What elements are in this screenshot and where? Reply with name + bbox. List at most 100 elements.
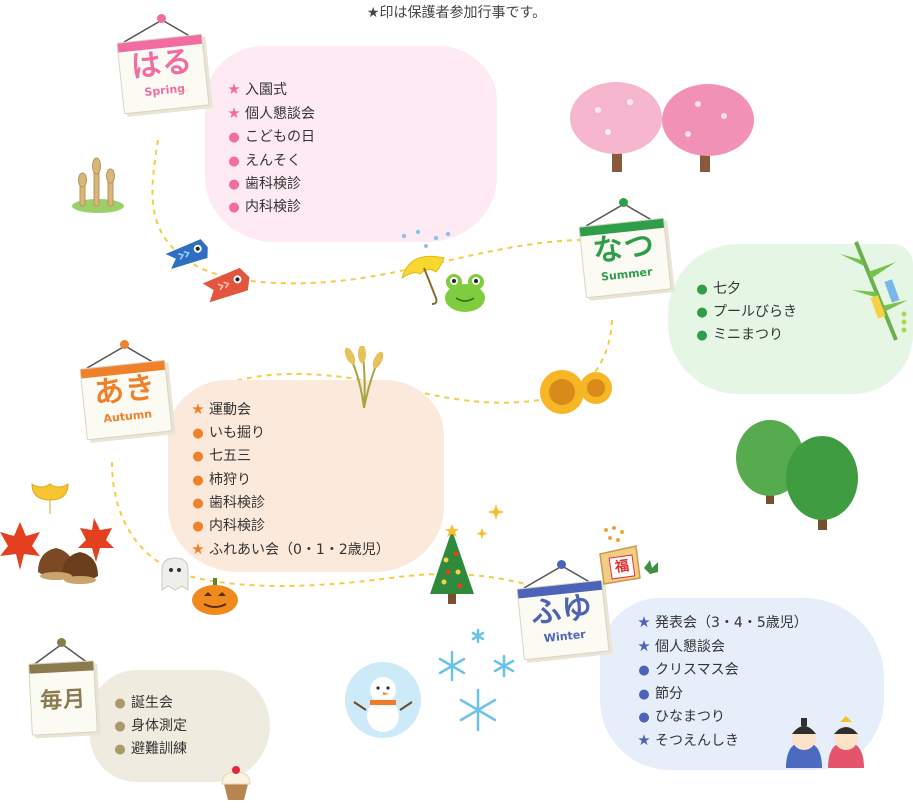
- monthly-title: 毎月: [39, 686, 87, 715]
- autumn-title: あき: [92, 369, 158, 412]
- event-label: 身体測定: [131, 718, 187, 735]
- pin-icon: [57, 638, 66, 647]
- list-item: ● クリスマス会: [636, 659, 808, 682]
- winter-event-list: ★発表会（3・4・5歳児） ★個人懇談会 ●クリスマス会 ●節分 ●ひなまつり …: [636, 611, 808, 753]
- cherry-tree-icon: [570, 82, 754, 172]
- star-icon: ★: [191, 540, 205, 559]
- list-item: ★運動会: [190, 398, 390, 422]
- sparkle-icon: [476, 504, 504, 539]
- list-item: ● ひなまつり: [636, 706, 808, 729]
- event-label: 七五三: [209, 448, 251, 465]
- maple-leaf-icon: [0, 518, 114, 570]
- event-label: 入園式: [245, 82, 287, 98]
- event-label: ひなまつり: [655, 708, 725, 725]
- event-label: 発表会（3・4・5歳児）: [655, 615, 808, 631]
- pin-icon: [557, 560, 566, 569]
- star-icon: ★: [227, 80, 241, 98]
- tree-icon: [736, 420, 858, 530]
- autumn-event-list: ★運動会 ●いも掘り ●七五三 ●柿狩り ●歯科検診 ●内科検診 ★ふれあい会（…: [190, 398, 390, 562]
- summer-event-list: ●七夕 ● プールびらき ● ミニまつり: [694, 278, 797, 348]
- event-label: こどもの日: [245, 129, 315, 146]
- summer-calendar: なつ Summer: [578, 198, 672, 299]
- list-item: ★個人懇談会: [636, 635, 808, 659]
- snowflake-icon: [438, 628, 515, 732]
- susuki-grass-icon: [344, 346, 384, 409]
- sunflower-icon: [540, 370, 612, 414]
- bullet-icon: ●: [228, 176, 240, 192]
- event-label: そつえんしき: [655, 733, 739, 750]
- bullet-icon: ●: [696, 305, 708, 321]
- spring-bubble: [205, 46, 497, 242]
- koinobori-icon: [165, 239, 250, 303]
- legend-note: ★印は保護者参加行事です。: [366, 5, 547, 21]
- fuku-sign: 福: [608, 554, 636, 580]
- bullet-icon: ●: [114, 742, 126, 758]
- list-item: ● いも掘り: [190, 422, 390, 445]
- ginkgo-leaf-icon: [31, 483, 69, 514]
- list-item: ★ふれあい会（0・1・2歳児）: [190, 538, 390, 562]
- star-icon: ★: [227, 104, 241, 123]
- event-label: 歯科検診: [245, 175, 301, 192]
- event-label: 避難訓練: [131, 741, 187, 758]
- frog-icon: [445, 274, 485, 312]
- list-item: ●誕生会: [112, 692, 187, 715]
- bullet-icon: ●: [228, 153, 240, 169]
- event-label: 個人懇談会: [245, 106, 315, 123]
- hina-doll-icon: [786, 716, 864, 768]
- event-label: いも掘り: [209, 425, 265, 442]
- star-icon: ★: [637, 731, 651, 750]
- list-item: ● 歯科検診: [226, 173, 315, 196]
- pin-icon: [157, 14, 166, 23]
- winter-calendar: ふゆ Winter: [516, 560, 610, 661]
- list-item: ● 避難訓練: [112, 738, 187, 761]
- list-item: ★入園式: [226, 78, 315, 102]
- autumn-bubble: [168, 380, 444, 572]
- ghost-icon: [161, 557, 189, 591]
- event-label: プールびらき: [713, 304, 797, 321]
- bullet-icon: ●: [114, 696, 126, 711]
- bullet-icon: ●: [192, 519, 204, 535]
- bullet-icon: ●: [638, 709, 650, 725]
- list-item: ●七夕: [694, 278, 797, 301]
- pumpkin-icon: [192, 578, 238, 615]
- christmas-tree-icon: [430, 524, 474, 604]
- star-icon: ★: [191, 400, 205, 418]
- list-item: ●歯科検診: [190, 492, 390, 515]
- pin-icon: [120, 340, 129, 349]
- cupcake-icon: [221, 766, 251, 800]
- bullet-icon: ●: [696, 282, 708, 297]
- event-label: ふれあい会（0・1・2歳児）: [209, 542, 390, 559]
- horsetail-icon: [72, 157, 124, 213]
- chestnut-icon: [38, 548, 98, 584]
- spring-calendar: はる Spring: [116, 14, 210, 115]
- bullet-icon: ●: [192, 426, 204, 442]
- winter-title: ふゆ: [529, 589, 595, 632]
- bullet-icon: ●: [192, 449, 204, 465]
- list-item: ●柿狩り: [190, 469, 390, 492]
- bullet-icon: ●: [638, 663, 650, 679]
- bullet-icon: ●: [192, 472, 204, 488]
- event-label: 歯科検診: [209, 494, 265, 511]
- bullet-icon: ●: [696, 328, 708, 344]
- spring-title: はる: [129, 43, 195, 86]
- event-label: ミニまつり: [713, 327, 783, 344]
- event-label: えんそく: [245, 152, 301, 169]
- pin-icon: [619, 198, 628, 207]
- snowman-icon: [345, 662, 421, 738]
- event-label: クリスマス会: [655, 662, 739, 679]
- list-item: ● プールびらき: [694, 301, 797, 324]
- monthly-bubble: [90, 670, 270, 782]
- list-item: ● 身体測定: [112, 715, 187, 738]
- bullet-icon: ●: [228, 130, 240, 146]
- bullet-icon: ●: [638, 686, 650, 702]
- summer-bubble: [668, 244, 913, 394]
- list-item: ★そつえんしき: [636, 729, 808, 753]
- tanabata-bamboo-icon: [840, 241, 908, 341]
- setsubun-masu-icon: 福: [596, 524, 668, 588]
- event-label: 節分: [655, 685, 683, 702]
- bullet-icon: ●: [114, 719, 126, 735]
- event-label: 運動会: [209, 402, 251, 418]
- list-item: ●内科検診: [226, 196, 315, 219]
- monthly-calendar: 毎月: [26, 638, 98, 736]
- umbrella-icon: [401, 229, 451, 305]
